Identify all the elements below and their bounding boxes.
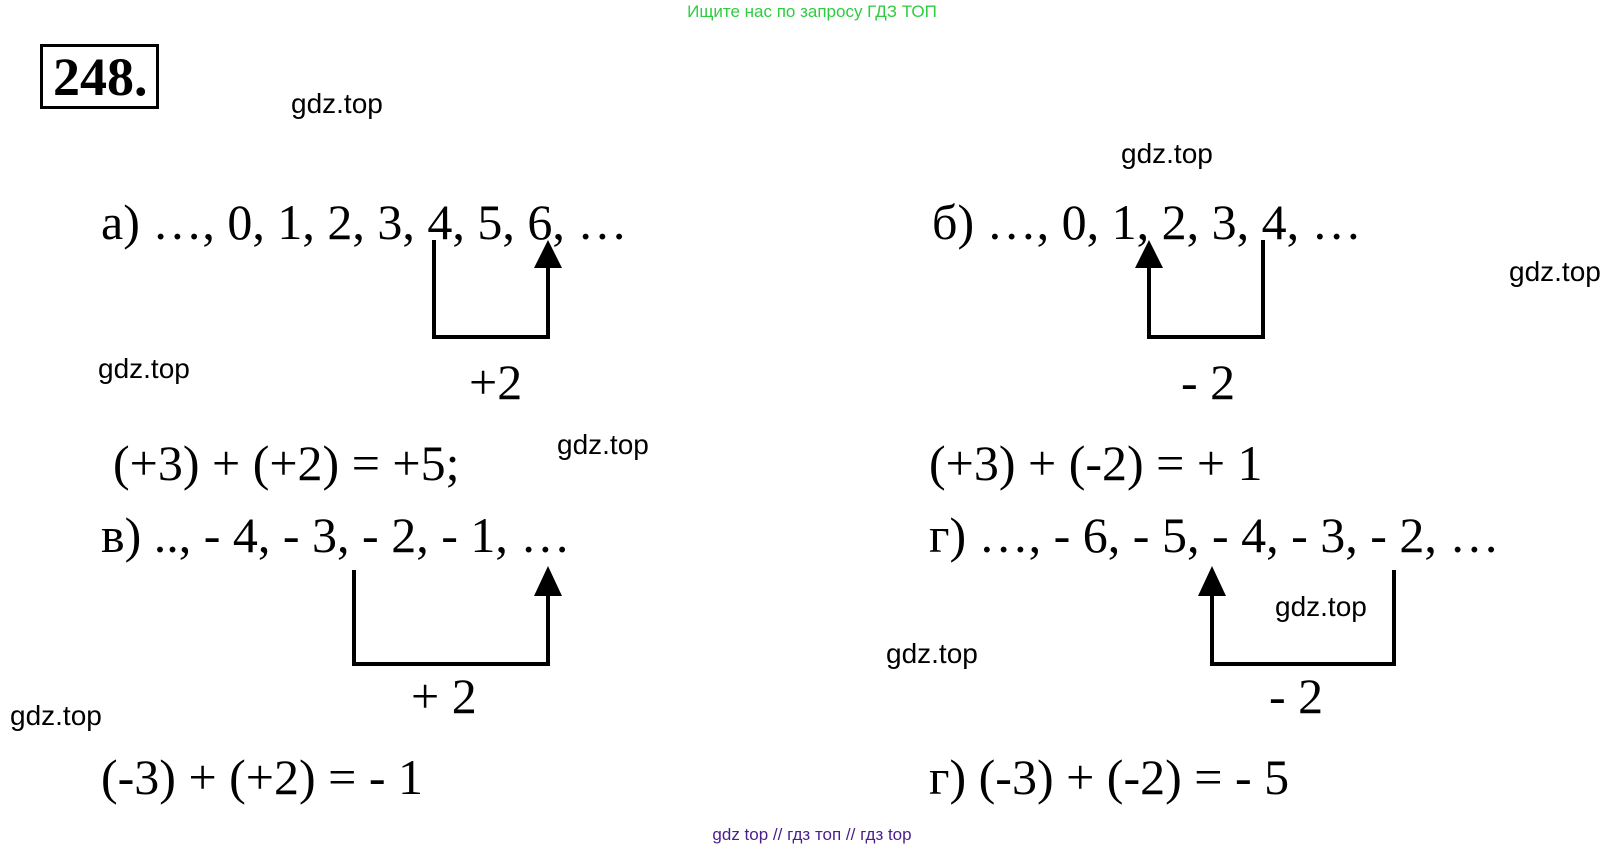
problem-number: 248.	[40, 44, 159, 109]
arrow-a	[432, 240, 550, 339]
step-label-a: +2	[469, 354, 523, 410]
arrowhead-g	[1198, 566, 1226, 596]
step-label-b: - 2	[1181, 354, 1236, 410]
watermark: gdz.top	[557, 429, 649, 460]
watermark: gdz.top	[886, 638, 978, 669]
arrow-v	[352, 570, 550, 666]
watermark: gdz.top	[1509, 256, 1601, 287]
arrowhead-a	[534, 240, 562, 268]
sequence-g: г) …, - 6, - 5, - 4, - 3, - 2, …	[929, 507, 1500, 563]
equation-a: (+3) + (+2) = +5;	[113, 435, 460, 491]
watermark: gdz.top	[1121, 138, 1213, 169]
watermark: gdz.top	[10, 700, 102, 731]
arrow-g	[1210, 570, 1396, 666]
arrowhead-b	[1135, 240, 1163, 268]
footer-links[interactable]: gdz top // гдз топ // гдз top	[712, 825, 912, 844]
arrow-b	[1147, 240, 1265, 339]
watermark: gdz.top	[98, 353, 190, 384]
equation-b: (+3) + (-2) = + 1	[929, 435, 1263, 491]
arrowhead-v	[534, 566, 562, 596]
equation-g: г) (-3) + (-2) = - 5	[929, 749, 1290, 805]
sequence-a: а) …, 0, 1, 2, 3, 4, 5, 6, …	[101, 194, 628, 250]
step-label-g: - 2	[1269, 668, 1324, 724]
sequence-b: б) …, 0, 1, 2, 3, 4, …	[932, 194, 1362, 250]
sequence-v: в) .., - 4, - 3, - 2, - 1, …	[101, 507, 571, 563]
step-label-v: + 2	[411, 668, 477, 724]
equation-v: (-3) + (+2) = - 1	[101, 749, 423, 805]
watermark: gdz.top	[1275, 591, 1367, 622]
search-banner: Ищите нас по запросу ГДЗ ТОП	[687, 2, 937, 21]
watermark: gdz.top	[291, 88, 383, 119]
